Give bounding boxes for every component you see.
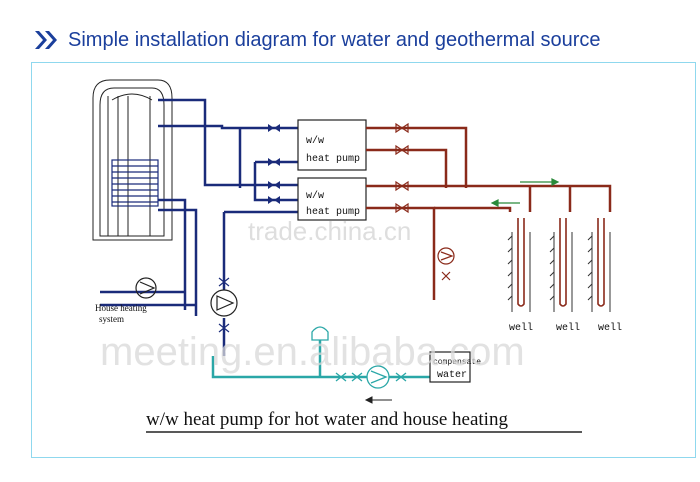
well-flow-arrows bbox=[490, 178, 560, 207]
wells bbox=[507, 218, 611, 312]
svg-text:heat pump: heat pump bbox=[306, 206, 360, 218]
compensate-water-box: compensate water bbox=[429, 351, 481, 383]
valve-icons bbox=[268, 124, 280, 204]
heat-pump-2: w/w heat pump bbox=[297, 177, 367, 221]
house-heating-system-label: system bbox=[99, 314, 124, 324]
circulation-pump-icon bbox=[210, 277, 238, 333]
svg-text:heat pump: heat pump bbox=[306, 153, 360, 165]
svg-text:compensate: compensate bbox=[433, 358, 481, 367]
expansion-tank-icon bbox=[311, 326, 329, 341]
watermark-trade: trade.china.cn bbox=[248, 216, 411, 246]
red-valve-icons bbox=[395, 122, 409, 214]
house-heating-label: House heating bbox=[95, 303, 147, 313]
svg-text:w/w: w/w bbox=[306, 135, 324, 147]
page-title: Simple installation diagram for water an… bbox=[68, 29, 601, 51]
compensation-pump-icon bbox=[335, 365, 407, 389]
tank-coil bbox=[111, 159, 159, 207]
double-chevron-right-icon bbox=[35, 31, 57, 49]
pump-icon bbox=[135, 277, 157, 299]
header: Simple installation diagram for water an… bbox=[0, 0, 700, 60]
flow-arrow-icon bbox=[364, 396, 392, 404]
heat-pump-1: w/w heat pump bbox=[297, 119, 367, 171]
diagram-frame bbox=[31, 62, 696, 458]
ground-pump-icon bbox=[437, 247, 455, 281]
red-pipes bbox=[366, 126, 612, 300]
well-label-1: well bbox=[509, 322, 533, 334]
svg-text:water: water bbox=[437, 370, 467, 381]
well-label-2: well bbox=[556, 322, 580, 334]
svg-text:w/w: w/w bbox=[306, 190, 324, 202]
well-label-3: well bbox=[598, 322, 622, 334]
diagram-caption: w/w heat pump for hot water and house he… bbox=[146, 409, 508, 430]
navy-pipes bbox=[100, 98, 298, 356]
watermark-alibaba: meeting.en.alibaba.com bbox=[100, 330, 525, 374]
